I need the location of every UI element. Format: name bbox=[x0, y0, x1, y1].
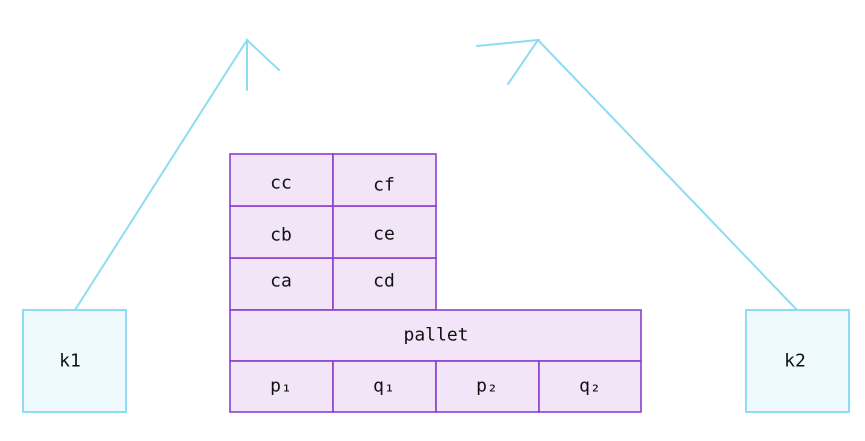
arm-k2-link bbox=[537, 39, 798, 311]
stack-column-left: ca cb cc bbox=[229, 153, 334, 311]
agent-k1-box bbox=[22, 309, 127, 413]
agent-k2-label: k2 bbox=[784, 351, 806, 372]
arm-k2 bbox=[476, 38, 798, 311]
pallet-slot-q1 bbox=[332, 360, 437, 413]
stack-cell-cb bbox=[229, 205, 334, 259]
stack-cell-cb-label: cb bbox=[270, 225, 292, 246]
agent-k1-label: k1 bbox=[59, 351, 81, 372]
stack-cell-ce bbox=[332, 205, 437, 259]
stack-cell-ca-label: ca bbox=[270, 271, 292, 292]
stack-cell-cf bbox=[332, 153, 437, 207]
pallet-slot-p1 bbox=[229, 360, 334, 413]
stack-column-right: cd ce cf bbox=[332, 153, 437, 311]
pallet-slot-q2-label: q₂ bbox=[579, 376, 601, 397]
stack-cell-ce-label: ce bbox=[373, 224, 395, 245]
arm-k1-link bbox=[74, 39, 248, 311]
pallet-slot-p2-label: p₂ bbox=[476, 376, 498, 397]
pallet-slot-p2 bbox=[435, 360, 540, 413]
pallet-slot-q2 bbox=[538, 360, 642, 413]
pallet-label: pallet bbox=[403, 325, 468, 346]
stack-cell-ca bbox=[229, 257, 334, 311]
stack-cell-cf-label: cf bbox=[373, 175, 395, 196]
agent-k2-box bbox=[745, 309, 850, 413]
stack-cell-cd-label: cd bbox=[373, 271, 395, 292]
pallet-slot-q1-label: q₁ bbox=[373, 376, 395, 397]
arm-k2-gripper bbox=[476, 38, 541, 85]
arm-k1-gripper bbox=[246, 37, 280, 91]
stack-cell-cd bbox=[332, 257, 437, 311]
agent-k1: k1 bbox=[22, 309, 127, 413]
stack-cell-cc-label: cc bbox=[270, 173, 292, 194]
arm-k1 bbox=[74, 37, 280, 311]
agent-k2: k2 bbox=[745, 309, 850, 413]
pallet-slot-p1-label: p₁ bbox=[270, 376, 292, 397]
pallet: pallet p₁ q₁ p₂ q₂ bbox=[229, 309, 642, 413]
